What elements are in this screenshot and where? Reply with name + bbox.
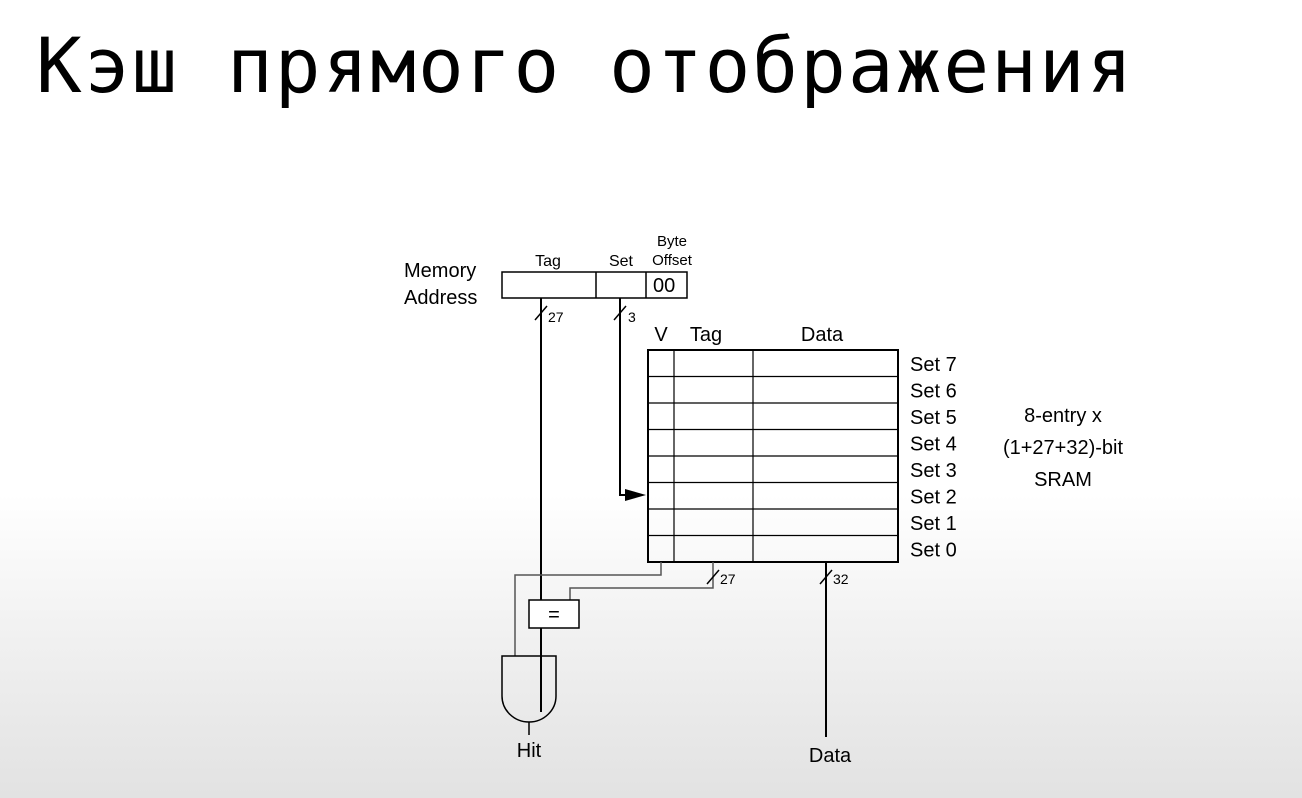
hit-label: Hit [517,740,542,762]
valid-bit-wire [514,562,662,656]
tag-comparator [528,599,580,629]
sram-array [647,349,899,563]
memory-address-register [501,271,688,299]
row-select-arrow [625,489,646,501]
data-output-bus [819,562,833,737]
address-byte-offset-label-line2: Offset [652,252,693,269]
tag-bus-width: 27 [548,309,564,325]
data-bus-width: 32 [833,571,849,587]
stored-tag-wire [569,562,720,600]
set-label: Set 3 [910,460,957,482]
address-byte-offset-label-line1: Byte [657,233,687,250]
sram-column-tag: Tag [690,324,722,346]
set-label: Set 0 [910,540,957,562]
sram-column-data: Data [801,324,844,346]
address-set-field-label: Set [609,253,634,270]
sram-column-v: V [654,324,668,346]
memory-address-label-line2: Address [404,287,477,309]
set-label: Set 1 [910,513,957,535]
byte-offset-value: 00 [653,275,675,297]
set-label: Set 4 [910,434,957,456]
comparator-symbol: = [548,604,560,626]
sram-description-line2: (1+27+32)-bit [1003,437,1124,459]
data-output-label: Data [809,745,852,767]
set-label: Set 7 [910,354,957,376]
slide-title: Кэш прямого отображения [36,21,1135,110]
set-label: Set 6 [910,381,957,403]
sram-description-line3: SRAM [1034,469,1092,491]
sram-description-line1: 8-entry x [1024,405,1102,427]
set-bus-width: 3 [628,309,636,325]
hit-and-gate [501,655,557,723]
set-label: Set 5 [910,407,957,429]
set-index-bus [613,298,646,501]
stored-tag-bus-width: 27 [720,571,736,587]
address-tag-field-label: Tag [535,253,561,270]
set-label: Set 2 [910,487,957,509]
memory-address-label-line1: Memory [404,260,476,282]
